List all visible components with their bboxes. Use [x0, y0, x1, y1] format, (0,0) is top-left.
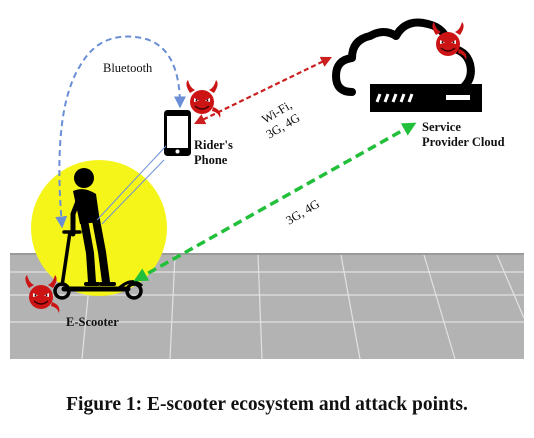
- bluetooth-label: Bluetooth: [103, 61, 153, 75]
- phone-label-line2: Phone: [194, 153, 228, 167]
- cloud-label-line2: Provider Cloud: [422, 135, 505, 149]
- cloud-server-icon: [332, 18, 482, 112]
- figure-caption: Figure 1: E-scooter ecosystem and attack…: [66, 394, 468, 415]
- cellular-label: 3G, 4G: [283, 197, 322, 228]
- cloud-label-line1: Service: [422, 120, 461, 134]
- phone-label-line1: Rider's: [194, 138, 233, 152]
- bluetooth-link: [55, 35, 186, 229]
- escooter-label: E-Scooter: [66, 315, 119, 329]
- smartphone-icon: [164, 110, 191, 156]
- phone-pointer-lines: [96, 145, 167, 225]
- devil-attacker-icon: [185, 79, 222, 119]
- cellular-link: [133, 122, 417, 282]
